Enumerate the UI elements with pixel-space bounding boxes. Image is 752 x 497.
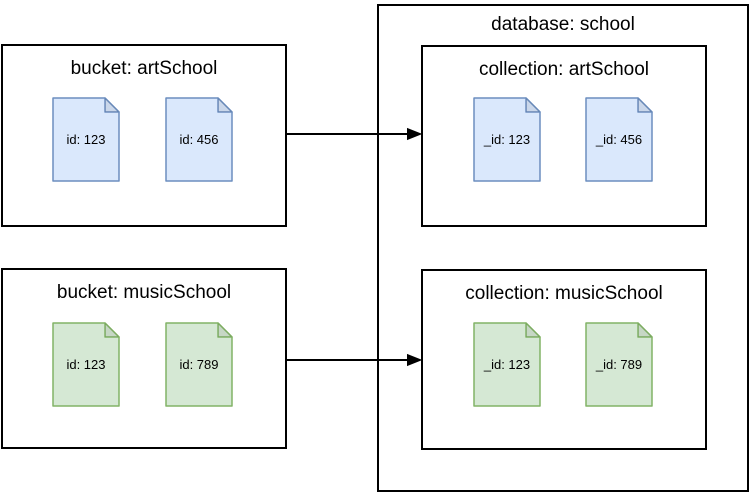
document: _id: 123 (473, 322, 541, 407)
document-label: id: 123 (66, 132, 106, 147)
collection-musicschool-title: collection: musicSchool (465, 283, 663, 304)
document: id: 456 (165, 97, 233, 182)
document-label: _id: 789 (595, 357, 643, 372)
document: id: 123 (52, 322, 120, 407)
document-label: id: 456 (179, 132, 219, 147)
document-icon (473, 97, 541, 182)
database-title: database: school (491, 14, 635, 35)
document: id: 123 (52, 97, 120, 182)
collection-artschool-title: collection: artSchool (478, 59, 650, 80)
collection-musicschool-box: collection: musicSchool (421, 269, 707, 450)
bucket-artschool-title: bucket: artSchool (70, 58, 218, 79)
document-label: id: 789 (179, 357, 219, 372)
document-icon (165, 97, 233, 182)
document-label: id: 123 (66, 357, 106, 372)
bucket-musicschool-box: bucket: musicSchool (1, 268, 287, 449)
bucket-artschool-box: bucket: artSchool (1, 44, 287, 227)
collection-artschool-box: collection: artSchool (421, 45, 707, 227)
document: _id: 123 (473, 97, 541, 182)
document-label: _id: 123 (483, 357, 531, 372)
document-icon (473, 322, 541, 407)
document-icon (585, 97, 653, 182)
document-icon (52, 97, 120, 182)
document-icon (52, 322, 120, 407)
document-label: _id: 123 (483, 132, 531, 147)
bucket-musicschool-title: bucket: musicSchool (56, 282, 232, 303)
document: _id: 789 (585, 322, 653, 407)
document: id: 789 (165, 322, 233, 407)
document-label: _id: 456 (595, 132, 643, 147)
document-icon (585, 322, 653, 407)
document-icon (165, 322, 233, 407)
document: _id: 456 (585, 97, 653, 182)
